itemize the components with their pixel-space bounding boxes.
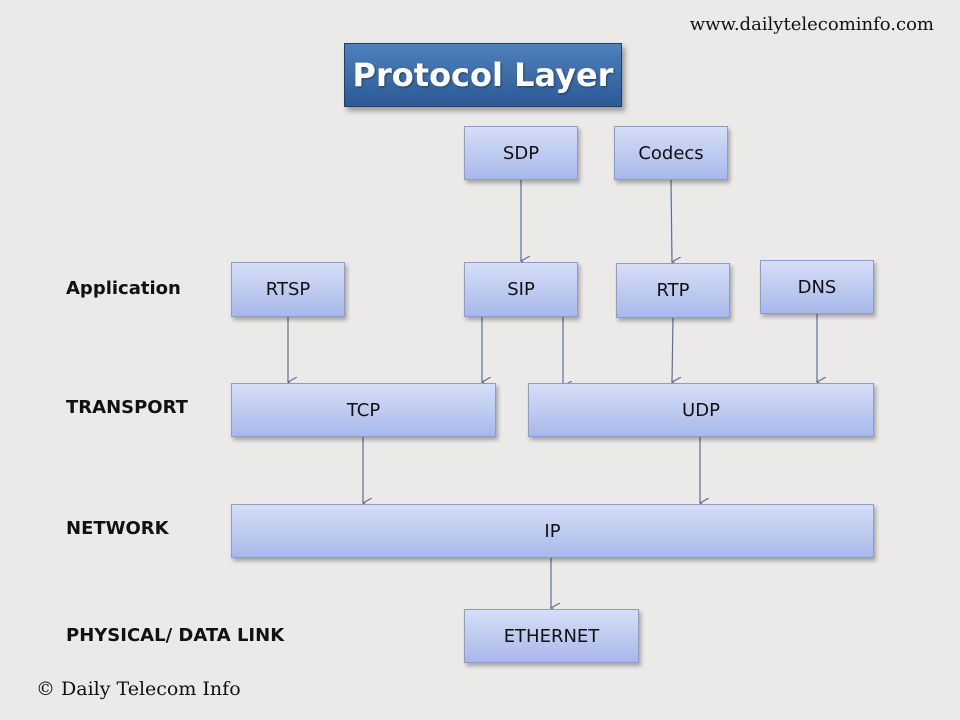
website-url: www.dailytelecominfo.com (689, 14, 934, 35)
box-dns-label: DNS (797, 276, 837, 298)
arrow-codecs-to-rtp (670, 179, 672, 262)
box-ip: IP (231, 504, 874, 558)
box-ethernet-label: ETHERNET (503, 625, 600, 647)
layer-label-transport: TRANSPORT (66, 397, 188, 418)
box-sdp: SDP (464, 126, 578, 180)
copyright-notice: © Daily Telecom Info (36, 678, 241, 700)
box-tcp: TCP (231, 383, 496, 437)
box-ethernet: ETHERNET (464, 609, 639, 663)
box-ip-label: IP (544, 520, 561, 542)
layer-label-network: NETWORK (66, 518, 169, 539)
box-codecs: Codecs (614, 126, 728, 180)
box-tcp-label: TCP (346, 399, 381, 421)
box-codecs-label: Codecs (638, 142, 704, 164)
box-rtp: RTP (616, 263, 730, 318)
diagram-title-box: Protocol Layer (344, 43, 622, 107)
box-udp: UDP (528, 383, 874, 437)
box-rtsp-label: RTSP (265, 279, 311, 300)
diagram-title: Protocol Layer (352, 56, 614, 94)
box-dns: DNS (760, 260, 874, 314)
box-udp-label: UDP (682, 399, 720, 421)
layer-label-application: Application (66, 278, 181, 299)
box-rtsp: RTSP (231, 262, 345, 317)
arrow-rtp-to-udp (672, 317, 673, 382)
box-rtp-label: RTP (656, 280, 690, 301)
box-sip: SIP (464, 262, 578, 317)
box-sip-label: SIP (507, 279, 535, 300)
layer-label-physical-data-link: PHYSICAL/ DATA LINK (66, 625, 285, 646)
box-sdp-label: SDP (502, 142, 540, 164)
